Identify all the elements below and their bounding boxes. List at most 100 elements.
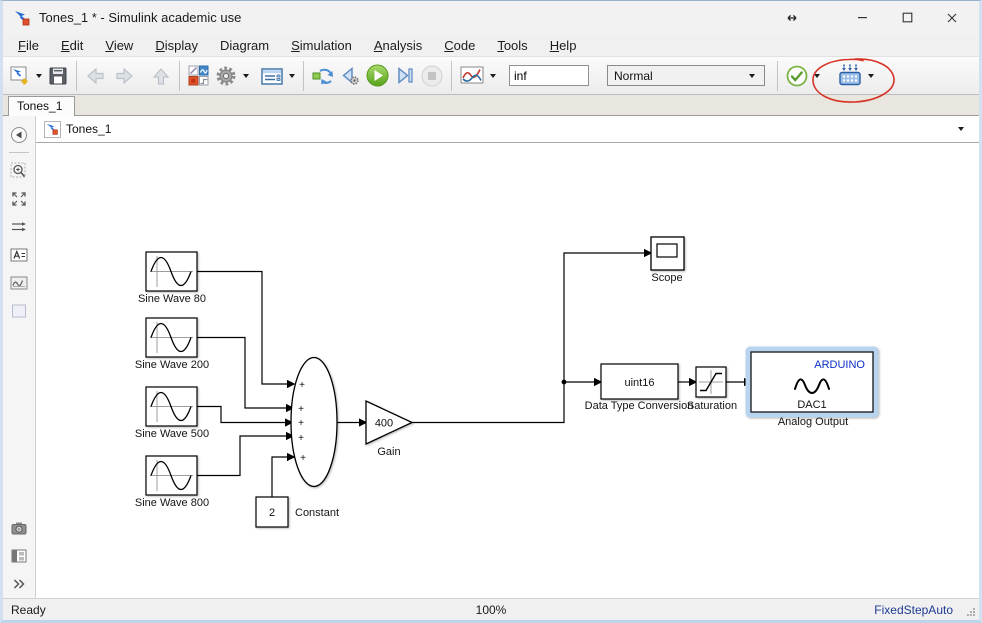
scope-block[interactable] xyxy=(651,237,684,270)
breadcrumb-dropdown-icon[interactable] xyxy=(958,127,964,131)
wire-sine500-to-sum[interactable] xyxy=(197,407,286,423)
data-type-conversion-label: Data Type Conversion xyxy=(585,400,694,412)
simulation-mode-select[interactable]: Normal xyxy=(607,65,765,86)
menu-code[interactable]: Code xyxy=(433,36,486,55)
back-button xyxy=(82,61,110,91)
forward-button xyxy=(110,61,138,91)
sine-wave-80-label: Sine Wave 80 xyxy=(138,293,206,305)
save-icon xyxy=(47,65,69,87)
area-annotation-button[interactable] xyxy=(7,299,31,323)
sum-plus-2: + xyxy=(298,404,304,415)
expand-palette-button[interactable] xyxy=(7,572,31,596)
image-annotation-button[interactable] xyxy=(7,271,31,295)
camera-icon xyxy=(10,519,28,537)
simulation-stop-time-input[interactable] xyxy=(509,65,589,86)
toolbar: Normal xyxy=(3,56,979,95)
library-browser-button[interactable] xyxy=(185,61,212,91)
model-configuration-button[interactable] xyxy=(258,61,286,91)
wire-sine200-to-sum[interactable] xyxy=(197,338,287,409)
status-solver[interactable]: FixedStepAuto xyxy=(874,603,953,617)
status-zoom-level: 100% xyxy=(476,603,507,617)
saturation-block[interactable] xyxy=(696,367,726,397)
conversion-type-value: uint16 xyxy=(625,377,655,389)
sine-wave-200-block[interactable] xyxy=(146,318,197,357)
step-forward-icon xyxy=(394,65,416,87)
model-settings-dropdown-icon[interactable] xyxy=(243,74,249,78)
gear-icon xyxy=(214,64,238,88)
tab-label: Tones_1 xyxy=(17,99,62,113)
sine-wave-500-label: Sine Wave 500 xyxy=(135,428,209,440)
step-back-button[interactable] xyxy=(337,61,363,91)
menu-display[interactable]: Display xyxy=(144,36,209,55)
simulation-mode-value: Normal xyxy=(614,69,653,83)
deploy-to-hardware-dropdown-icon[interactable] xyxy=(868,74,874,78)
model-configuration-dropdown-icon[interactable] xyxy=(289,74,295,78)
refresh-blocks-button[interactable] xyxy=(783,61,811,91)
window-close-button[interactable] xyxy=(935,1,969,34)
menu-file[interactable]: File xyxy=(7,36,50,55)
refresh-blocks-dropdown-icon[interactable] xyxy=(814,74,820,78)
new-model-dropdown-icon[interactable] xyxy=(36,74,42,78)
menu-simulation[interactable]: Simulation xyxy=(280,36,363,55)
wire-junction-dot xyxy=(562,380,567,385)
viewmarks-button[interactable] xyxy=(7,544,31,568)
fit-to-view-button[interactable] xyxy=(7,187,31,211)
route-signals-button[interactable] xyxy=(7,215,31,239)
simulation-data-inspector-icon xyxy=(459,64,485,87)
run-button[interactable] xyxy=(363,61,392,91)
step-back-icon xyxy=(339,65,361,87)
menu-bar: FileEditViewDisplayDiagramSimulationAnal… xyxy=(3,34,979,56)
menu-edit[interactable]: Edit xyxy=(50,36,94,55)
constant-label: Constant xyxy=(295,507,339,519)
simulation-mode-dropdown-icon xyxy=(749,74,755,78)
screenshot-button[interactable] xyxy=(7,516,31,540)
green-check-icon xyxy=(785,64,809,88)
menu-tools[interactable]: Tools xyxy=(486,36,538,55)
menu-analysis[interactable]: Analysis xyxy=(363,36,433,55)
breadcrumb-model-name[interactable]: Tones_1 xyxy=(66,122,111,136)
sine-wave-800-block[interactable] xyxy=(146,456,197,495)
model-configuration-icon xyxy=(260,65,284,87)
annotation-button[interactable] xyxy=(7,243,31,267)
zoom-button[interactable] xyxy=(7,159,31,183)
area-box-icon xyxy=(10,302,28,320)
sum-plus-5: + xyxy=(300,453,306,464)
window-minimize-button[interactable] xyxy=(845,1,879,34)
deploy-to-hardware-icon xyxy=(837,63,863,88)
wire-sine80-to-sum[interactable] xyxy=(197,272,288,385)
block-diagram: + + + + + 2 400 uint16 ARDUINO DAC1 Sine… xyxy=(36,143,979,598)
sine-wave-80-block[interactable] xyxy=(146,252,197,291)
window-resize-arrows-icon[interactable] xyxy=(775,1,809,34)
back-arrow-icon xyxy=(84,65,108,87)
menu-diagram[interactable]: Diagram xyxy=(209,36,280,55)
wire-sine800-to-sum[interactable] xyxy=(197,436,287,476)
model-settings-button[interactable] xyxy=(212,61,240,91)
resize-grip[interactable] xyxy=(966,607,976,617)
menu-view[interactable]: View xyxy=(94,36,144,55)
deploy-to-hardware-button[interactable] xyxy=(835,61,865,91)
update-diagram-button[interactable] xyxy=(309,61,337,91)
stop-icon xyxy=(420,64,444,88)
hide-explorer-bar-button[interactable] xyxy=(7,123,31,147)
simulation-data-inspector-button[interactable] xyxy=(457,61,487,91)
tab-tones-1[interactable]: Tones_1 xyxy=(8,96,75,116)
new-model-button[interactable] xyxy=(7,61,33,91)
dac-port-text: DAC1 xyxy=(797,399,826,411)
sum-plus-4: + xyxy=(298,433,304,444)
menu-help[interactable]: Help xyxy=(539,36,588,55)
window-maximize-button[interactable] xyxy=(890,1,924,34)
sine-wave-200-label: Sine Wave 200 xyxy=(135,359,209,371)
save-button[interactable] xyxy=(45,61,71,91)
analog-output-label: Analog Output xyxy=(778,416,848,428)
breadcrumb: Tones_1 xyxy=(36,116,979,143)
diagram-canvas[interactable]: + + + + + 2 400 uint16 ARDUINO DAC1 Sine… xyxy=(36,143,979,598)
wire-constant-to-sum[interactable] xyxy=(272,457,288,497)
run-icon xyxy=(365,63,390,88)
magnifier-plus-icon xyxy=(10,162,28,180)
circle-back-arrow-icon xyxy=(10,126,28,144)
sine-wave-500-block[interactable] xyxy=(146,387,197,426)
simulation-data-inspector-dropdown-icon[interactable] xyxy=(490,74,496,78)
step-forward-button[interactable] xyxy=(392,61,418,91)
gain-label: Gain xyxy=(377,446,400,458)
title-bar: Tones_1 * - Simulink academic use xyxy=(3,1,979,34)
